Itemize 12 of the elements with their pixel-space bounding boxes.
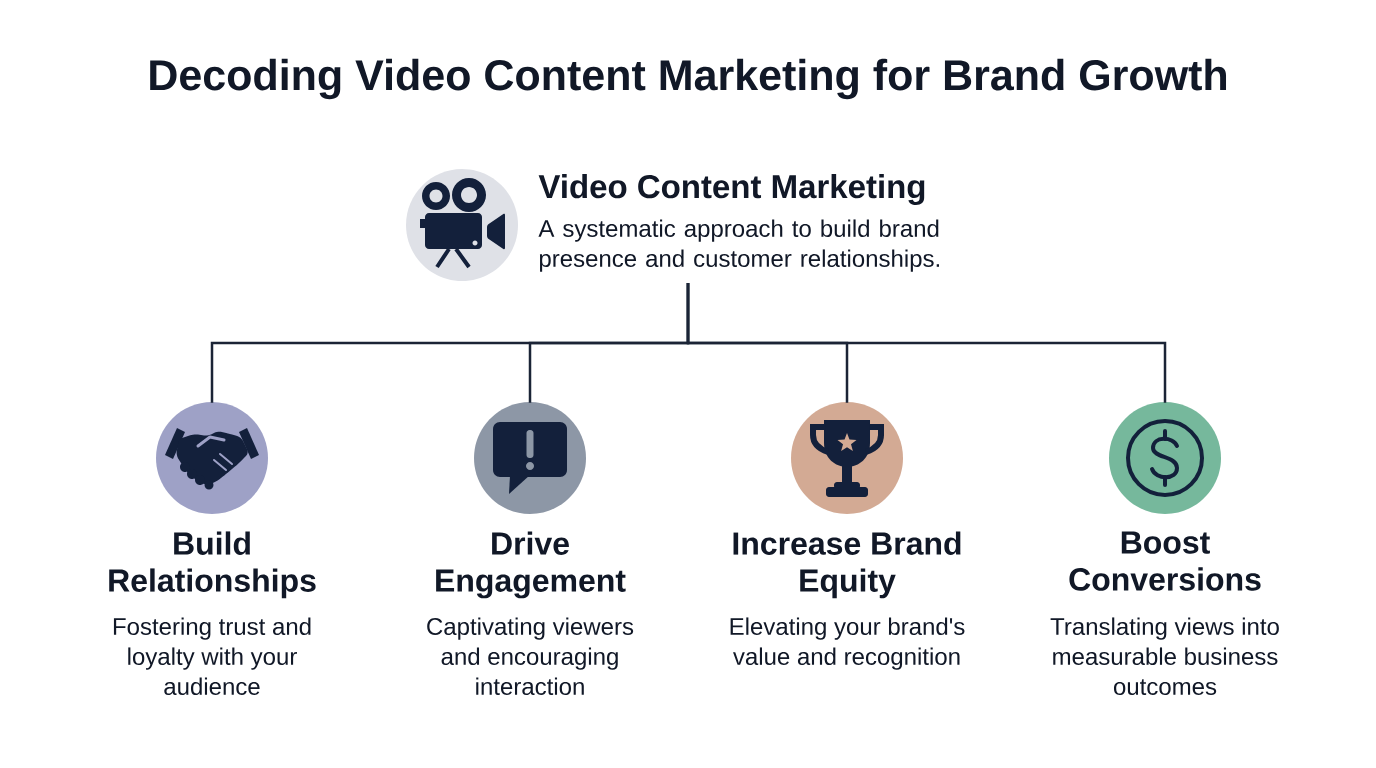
connector-line (686, 282, 1167, 403)
node-heading: Increase Brand Equity (733, 531, 961, 599)
node-description: Captivating viewers and encouraging interaction (427, 617, 634, 695)
node-heading: Build Relationships (109, 531, 316, 599)
node-heading: Drive Engagement (436, 531, 626, 599)
node-heading: Video Content Marketing (538, 174, 925, 205)
node-description: Translating views into measurable business outcomes (1050, 617, 1279, 695)
node-description: Fostering trust and loyalty with your audience (113, 617, 311, 695)
node-description: Elevating your brand's value and recognition (730, 617, 965, 670)
node-description: A systematic approach to build brand presence and customer relationships. (538, 219, 939, 272)
node-heading: Boost Conversions (1069, 531, 1261, 591)
title: Decoding Video Content Marketing for Brand Growth (150, 58, 1226, 100)
